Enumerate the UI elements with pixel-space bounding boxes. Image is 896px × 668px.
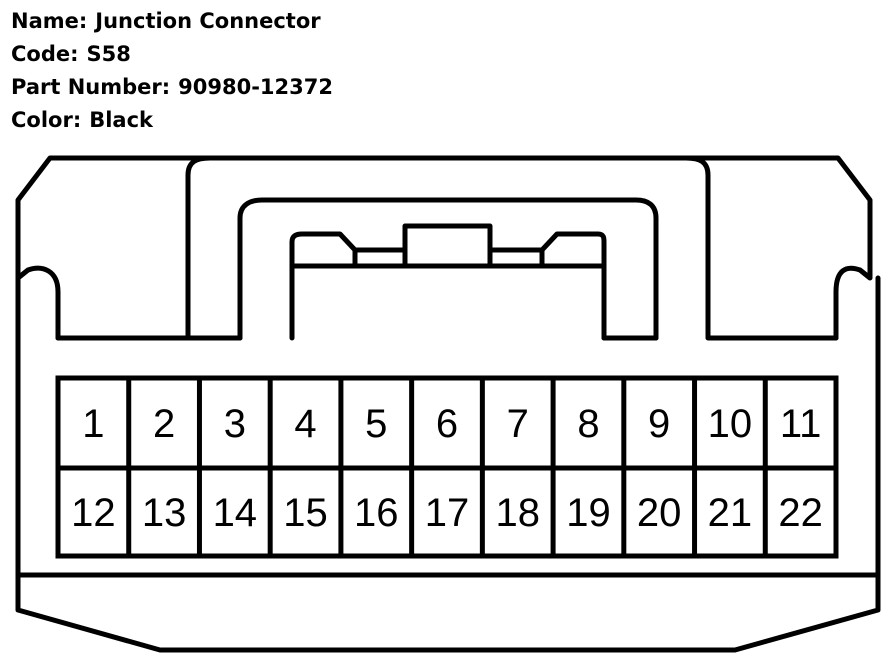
- pin-number: 8: [577, 402, 599, 446]
- color-value: Black: [89, 108, 154, 132]
- part-number-value: 90980-12372: [178, 75, 333, 99]
- latch-outer: [237, 197, 659, 341]
- pin-number: 4: [294, 402, 316, 446]
- pin-number: 7: [507, 402, 529, 446]
- code-value: S58: [86, 42, 131, 66]
- pin-number: 15: [283, 491, 328, 535]
- left-ledge: [55, 155, 213, 341]
- pin-number: 6: [436, 402, 458, 446]
- right-ledge: [683, 155, 839, 341]
- pin-number: 19: [566, 491, 611, 535]
- pin-number: 3: [224, 402, 246, 446]
- connector-info: Name: Junction Connector Code: S58 Part Nu…: [11, 6, 333, 138]
- housing-bottom: [15, 275, 881, 578]
- base-rail: [15, 572, 881, 653]
- pin-number: 18: [495, 491, 540, 535]
- name-label: Name:: [11, 9, 88, 33]
- pin-number: 21: [708, 491, 753, 535]
- pin-number: 12: [71, 491, 116, 535]
- pin-number: 13: [142, 491, 187, 535]
- pin-number: 5: [365, 402, 387, 446]
- part-number-line: Part Number: 90980-12372: [11, 72, 333, 105]
- name-line: Name: Junction Connector: [11, 6, 333, 39]
- pin-number: 11: [780, 402, 822, 446]
- color-label: Color:: [11, 108, 82, 132]
- color-line: Color: Black: [11, 105, 333, 138]
- pin-number: 20: [637, 491, 682, 535]
- pin-number: 17: [425, 491, 470, 535]
- code-line: Code: S58: [11, 39, 333, 72]
- pin-number: 16: [354, 491, 399, 535]
- pin-number: 1: [82, 402, 104, 446]
- housing-outline: [15, 155, 873, 341]
- pin-number: 2: [153, 402, 175, 446]
- name-value: Junction Connector: [95, 9, 321, 33]
- latch-inner: [289, 223, 607, 341]
- pin-number: 14: [213, 491, 258, 535]
- pin-number: 22: [778, 491, 823, 535]
- pin-number: 10: [708, 402, 753, 446]
- pin-number: 9: [648, 402, 670, 446]
- part-number-label: Part Number:: [11, 75, 171, 99]
- code-label: Code:: [11, 42, 79, 66]
